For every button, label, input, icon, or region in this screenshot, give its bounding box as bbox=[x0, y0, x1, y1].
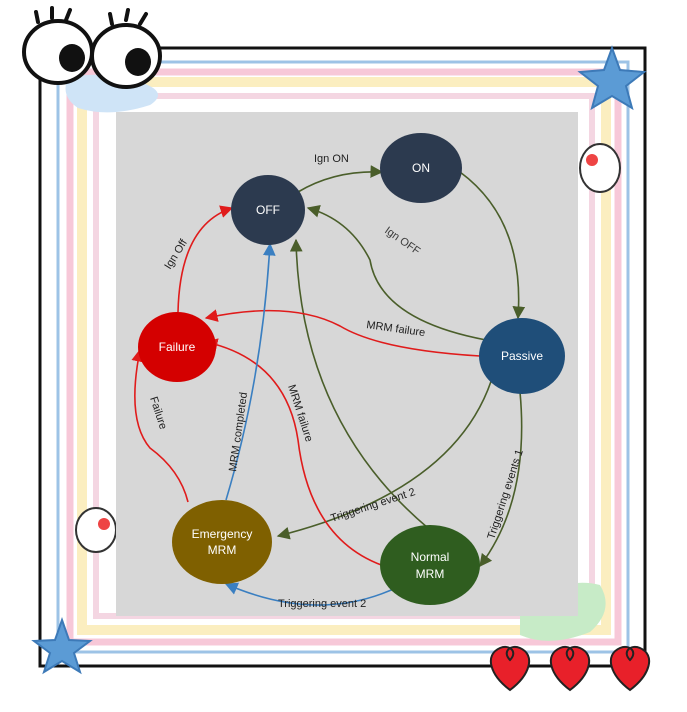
label-triggering-event-2-normal: Triggering event 2 bbox=[278, 598, 366, 610]
edge-off-to-on bbox=[297, 165, 384, 193]
state-failure-label: Failure bbox=[159, 340, 196, 354]
state-emergency-mrm: Emergency MRM bbox=[172, 500, 272, 584]
star-icon bbox=[577, 45, 647, 111]
state-emergency-label-2: MRM bbox=[208, 543, 237, 557]
outer-border bbox=[38, 46, 647, 668]
edge-normal-to-emergency bbox=[224, 582, 401, 606]
state-normal-label-2: MRM bbox=[416, 567, 445, 581]
edge-normal-to-failure bbox=[204, 338, 385, 567]
transitions bbox=[131, 165, 526, 606]
edge-passive-to-emergency bbox=[276, 371, 495, 540]
label-ign-on: Ign ON bbox=[314, 153, 349, 165]
edge-normal-to-off bbox=[289, 238, 429, 529]
edge-emergency-to-failure bbox=[131, 348, 189, 503]
eyes-doodle bbox=[22, 6, 162, 89]
edge-on-to-passive bbox=[459, 171, 526, 320]
edge-passive-to-failure bbox=[204, 309, 481, 357]
state-passive-label: Passive bbox=[501, 349, 543, 363]
state-emergency-label-1: Emergency bbox=[192, 527, 253, 541]
state-normal-mrm: Normal MRM bbox=[380, 525, 480, 605]
frame-stripe-yellow bbox=[77, 77, 611, 635]
state-off-label: OFF bbox=[256, 203, 280, 217]
edge-emergency-to-off bbox=[225, 242, 276, 501]
edge-passive-to-off bbox=[306, 205, 487, 341]
side-blob-right bbox=[579, 143, 621, 193]
side-blob-left bbox=[75, 507, 117, 553]
state-off: OFF bbox=[231, 175, 305, 245]
edge-failure-to-off bbox=[177, 205, 234, 313]
hearts-decoration bbox=[489, 646, 651, 692]
states: OFF ON Passive Failure Emergency MRM Nor… bbox=[138, 133, 565, 605]
state-passive: Passive bbox=[479, 318, 565, 394]
state-on-label: ON bbox=[412, 161, 430, 175]
edge-passive-to-normal bbox=[479, 391, 523, 568]
frame-stripe-pink bbox=[66, 68, 622, 646]
frame-stripe-blue bbox=[56, 60, 630, 654]
state-failure: Failure bbox=[138, 312, 216, 382]
state-normal-label-1: Normal bbox=[411, 550, 450, 564]
state-on: ON bbox=[380, 133, 462, 203]
star-icon-bottom bbox=[31, 616, 93, 675]
